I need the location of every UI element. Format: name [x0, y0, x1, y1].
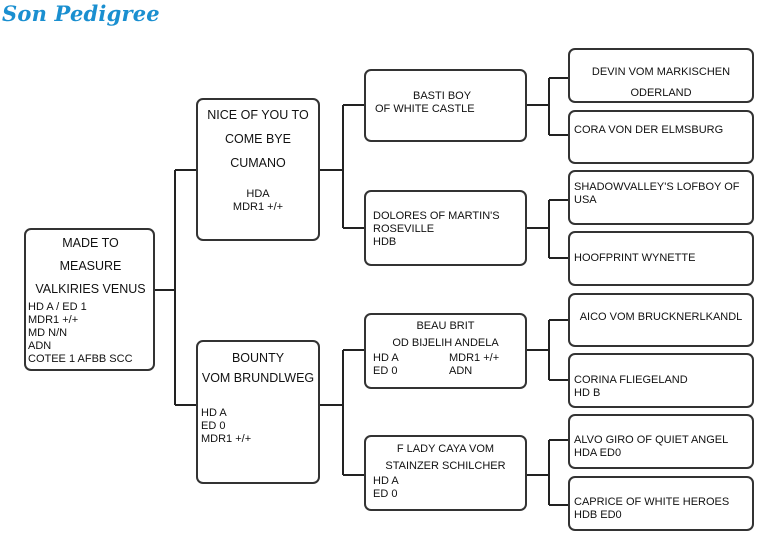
dam-sire-detail: ADN	[449, 365, 473, 377]
dam-sire-detail: ED 0	[373, 365, 398, 377]
great-grandparent-line: ALVO GIRO OF QUIET ANGEL	[574, 434, 729, 446]
great-grandparent-line: HDB ED0	[574, 509, 622, 521]
great-grandparent-box: CAPRICE OF WHITE HEROES HDB ED0	[568, 476, 754, 531]
sire-sire-box: BASTI BOY OF WHITE CASTLE	[364, 69, 527, 142]
dam-box: BOUNTY VOM BRUNDLWEG HD A ED 0 MDR1 +/+	[196, 340, 320, 484]
subject-detail: ADN	[28, 340, 52, 352]
great-grandparent-line: ODERLAND	[630, 87, 692, 99]
sire-sire-line: OF WHITE CASTLE	[375, 103, 475, 115]
dam-detail: HD A	[201, 407, 227, 419]
great-grandparent-box: HOOFPRINT WYNETTE	[568, 231, 754, 286]
great-grandparent-line: USA	[574, 194, 597, 206]
sire-name-line: NICE OF YOU TO	[207, 108, 309, 122]
dam-detail: ED 0	[201, 420, 226, 432]
great-grandparent-line: HOOFPRINT WYNETTE	[574, 252, 696, 264]
subject-detail: HD A / ED 1	[28, 301, 87, 313]
great-grandparent-line: CORA VON DER ELMSBURG	[574, 124, 724, 136]
sire-detail: MDR1 +/+	[232, 201, 284, 213]
great-grandparent-line: DEVIN VOM MARKISCHEN	[591, 66, 731, 78]
great-grandparent-line: CORINA FLIEGELAND	[574, 374, 688, 386]
dam-sire-name-line: OD BIJELIH ANDELA	[392, 337, 499, 349]
subject-name-line: MADE TO	[62, 236, 119, 250]
dam-detail: MDR1 +/+	[201, 433, 252, 445]
dam-dam-detail: ED 0	[373, 488, 398, 500]
dam-dam-name-line: F LADY CAYA VOM	[396, 443, 495, 455]
sire-dam-line: ROSEVILLE	[373, 223, 435, 235]
great-grandparent-box: SHADOWVALLEY'S LOFBOY OF USA	[568, 170, 754, 225]
great-grandparent-box: AICO VOM BRUCKNERLKANDL	[568, 293, 754, 347]
sire-dam-line: HDB	[373, 236, 397, 248]
great-grandparent-box: ALVO GIRO OF QUIET ANGEL HDA ED0	[568, 414, 754, 469]
sire-dam-box: DOLORES OF MARTIN'S ROSEVILLE HDB	[364, 190, 527, 266]
dam-sire-box: BEAU BRIT OD BIJELIH ANDELA HD A ED 0 MD…	[364, 313, 527, 389]
dam-dam-detail: HD A	[373, 475, 399, 487]
great-grandparent-line: HD B	[574, 387, 601, 399]
subject-detail: COTEE 1 AFBB SCC	[28, 353, 133, 365]
great-grandparent-line: SHADOWVALLEY'S LOFBOY OF	[574, 181, 740, 193]
great-grandparent-line: CAPRICE OF WHITE HEROES	[574, 496, 730, 508]
page-title: Son Pedigree	[2, 1, 160, 26]
sire-detail: HDA	[246, 188, 270, 200]
dam-sire-detail: HD A	[373, 352, 399, 364]
dam-sire-name-line: BEAU BRIT	[416, 320, 475, 332]
great-grandparent-line: HDA ED0	[574, 447, 622, 459]
dam-name-line: BOUNTY	[231, 351, 285, 365]
sire-name-line: CUMANO	[230, 156, 286, 170]
subject-dog-box: MADE TO MEASURE VALKIRIES VENUS HD A / E…	[24, 228, 155, 371]
sire-dam-line: DOLORES OF MARTIN'S	[373, 210, 500, 222]
sire-sire-line: BASTI BOY	[413, 90, 472, 102]
dam-dam-name-line: STAINZER SCHILCHER	[385, 460, 506, 472]
dam-name-line: VOM BRUNDLWEG	[201, 371, 315, 385]
dam-dam-box: F LADY CAYA VOM STAINZER SCHILCHER HD A …	[364, 435, 527, 511]
subject-detail: MDR1 +/+	[28, 314, 79, 326]
subject-detail: MD N/N	[28, 327, 68, 339]
subject-name-line: MEASURE	[59, 259, 122, 273]
subject-name-line: VALKIRIES VENUS	[35, 282, 146, 296]
great-grandparent-box: DEVIN VOM MARKISCHEN ODERLAND	[568, 48, 754, 103]
sire-box: NICE OF YOU TO COME BYE CUMANO HDA MDR1 …	[196, 98, 320, 241]
dam-sire-detail: MDR1 +/+	[449, 352, 500, 364]
great-grandparent-line: AICO VOM BRUCKNERLKANDL	[579, 311, 743, 323]
sire-name-line: COME BYE	[225, 132, 291, 146]
great-grandparent-box: CORA VON DER ELMSBURG	[568, 110, 754, 164]
great-grandparent-box: CORINA FLIEGELAND HD B	[568, 353, 754, 408]
